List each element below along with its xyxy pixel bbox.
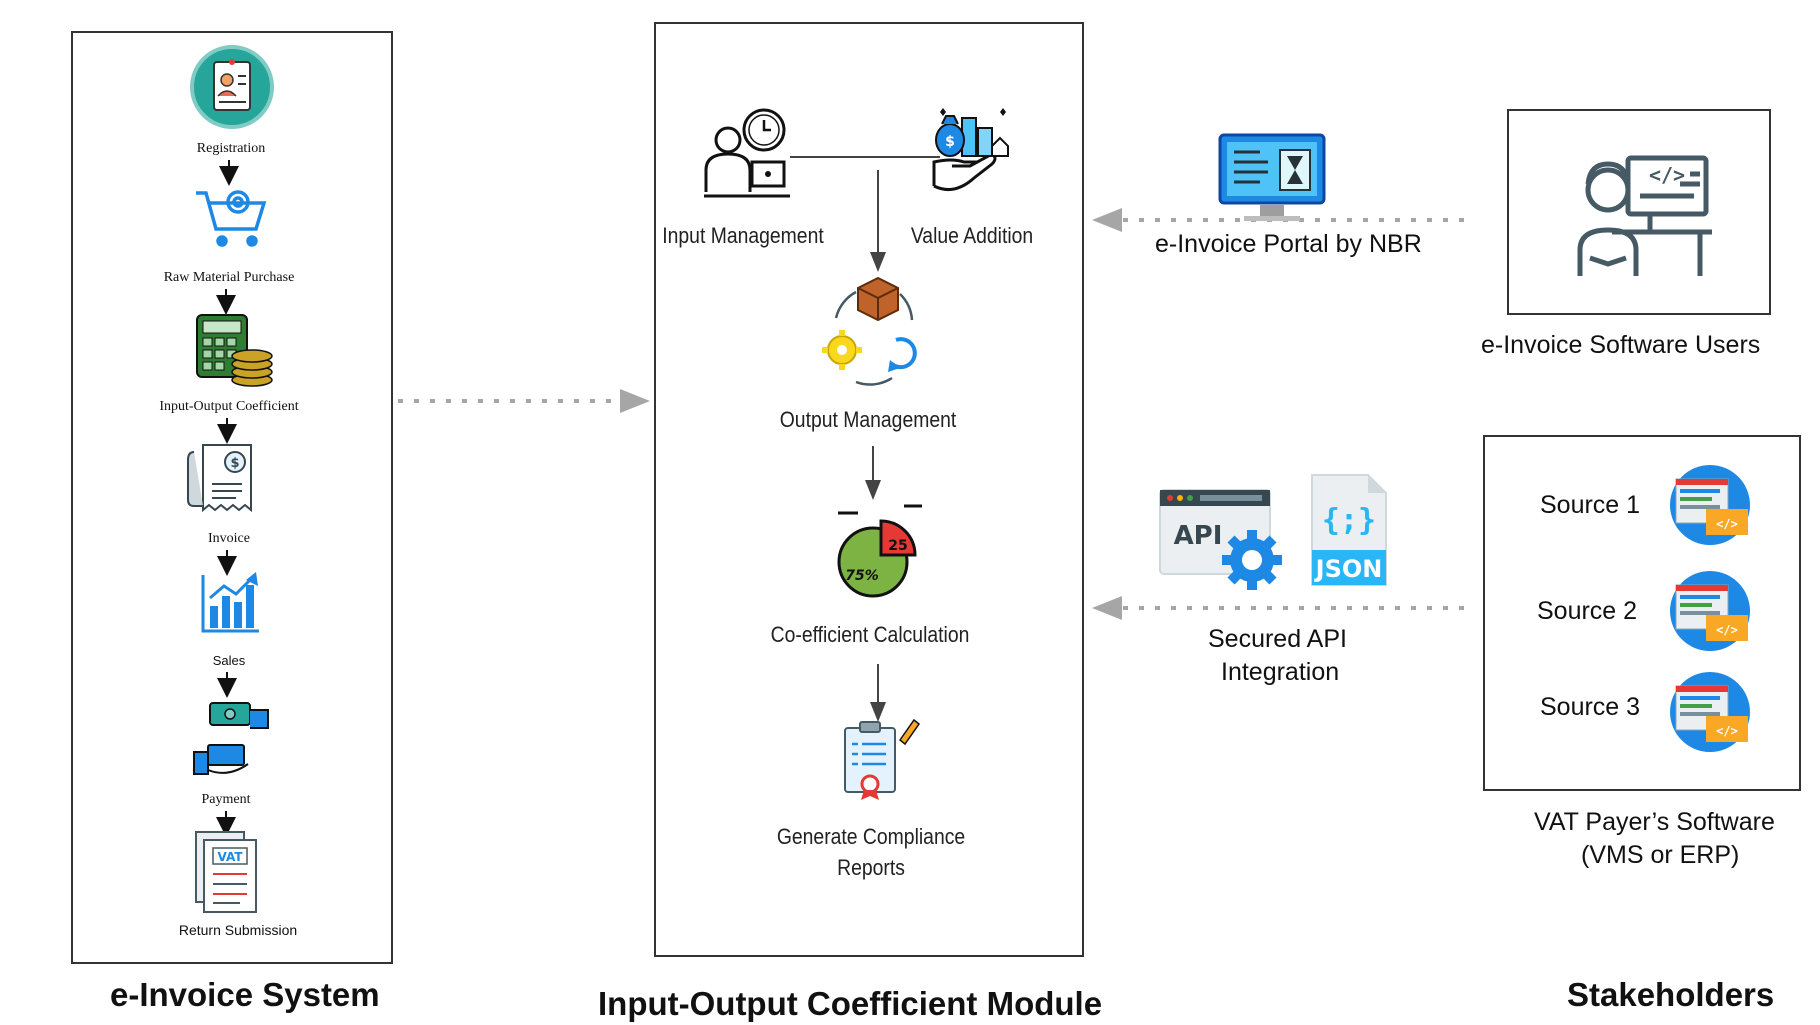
- step-return-submission-label: Return Submission: [178, 922, 298, 938]
- software-user-icon: </>: [1577, 155, 1712, 276]
- calculator-coins-icon: [196, 314, 273, 387]
- svg-text:</>: </>: [1716, 517, 1738, 531]
- source-2-icon: </>: [1670, 571, 1750, 651]
- svg-text:{;}: {;}: [1322, 503, 1376, 538]
- api-icon: API: [1159, 489, 1282, 590]
- svg-text:VAT: VAT: [217, 850, 243, 864]
- registration-icon: [190, 45, 274, 129]
- step-invoice-label: Invoice: [208, 531, 250, 546]
- source-3-label: Source 3: [1540, 693, 1641, 721]
- invoice-icon: $: [187, 444, 252, 513]
- svg-text:</>: </>: [1716, 623, 1738, 637]
- stakeholders-title: Stakeholders: [1567, 976, 1775, 1013]
- api-integration-label-line1: Secured API: [1208, 625, 1347, 653]
- compliance-reports-label-line2: Reports: [837, 855, 905, 880]
- compliance-reports-label-line1: Generate Compliance: [776, 824, 966, 849]
- output-management-label: Output Management: [779, 407, 957, 432]
- output-management-icon: [822, 276, 917, 386]
- value-addition-label: Value Addition: [910, 223, 1034, 248]
- vat-return-document-icon: VAT: [195, 831, 257, 913]
- io-coefficient-module-title: Input-Output Coefficient Module: [598, 985, 1103, 1022]
- svg-text:75%: 75%: [845, 568, 879, 584]
- connector-api-to-middle: [1092, 596, 1464, 620]
- svg-text:$: $: [945, 134, 955, 150]
- step-sales-label: Sales: [212, 653, 246, 668]
- shopping-cart-icon: [196, 190, 267, 247]
- step-raw-material-label: Raw Material Purchase: [163, 270, 295, 285]
- svg-text:</>: </>: [1649, 163, 1685, 187]
- svg-text:$: $: [230, 456, 239, 471]
- svg-text:</>: </>: [1716, 724, 1738, 738]
- payment-handshake-icon: [193, 702, 269, 775]
- vat-payer-software-label-line1: VAT Payer’s Software: [1534, 808, 1775, 836]
- svg-text:25: 25: [888, 538, 907, 554]
- json-file-icon: {;} JSON: [1311, 474, 1387, 586]
- source-1-icon: </>: [1670, 465, 1750, 545]
- compliance-report-icon: [844, 718, 921, 800]
- connector-left-to-middle: [398, 389, 650, 413]
- coefficient-pie-chart-icon: 25 75%: [837, 504, 922, 598]
- connector-portal-to-middle: [1092, 208, 1464, 232]
- step-io-coefficient-label: Input-Output Coefficient: [159, 399, 299, 414]
- step-registration-label: Registration: [196, 141, 266, 156]
- coefficient-calculation-label: Co-efficient Calculation: [770, 622, 970, 647]
- input-management-label: Input Management: [662, 223, 824, 248]
- value-addition-icon: $: [932, 108, 1009, 192]
- software-users-label: e-Invoice Software Users: [1481, 331, 1761, 359]
- source-2-label: Source 2: [1537, 597, 1638, 625]
- source-1-label: Source 1: [1540, 491, 1641, 519]
- source-3-icon: </>: [1670, 672, 1750, 752]
- svg-text:JSON: JSON: [1314, 555, 1383, 583]
- sales-chart-icon: [201, 572, 259, 633]
- api-integration-label-line2: Integration: [1221, 658, 1340, 686]
- nbr-portal-label: e-Invoice Portal by NBR: [1155, 230, 1422, 258]
- nbr-portal-monitor-icon: [1218, 133, 1326, 221]
- vat-payer-software-label-line2: (VMS or ERP): [1581, 841, 1740, 869]
- step-payment-label: Payment: [201, 792, 251, 807]
- svg-text:API: API: [1174, 521, 1223, 551]
- e-invoice-system-title: e-Invoice System: [110, 976, 380, 1013]
- input-management-icon: [704, 108, 790, 198]
